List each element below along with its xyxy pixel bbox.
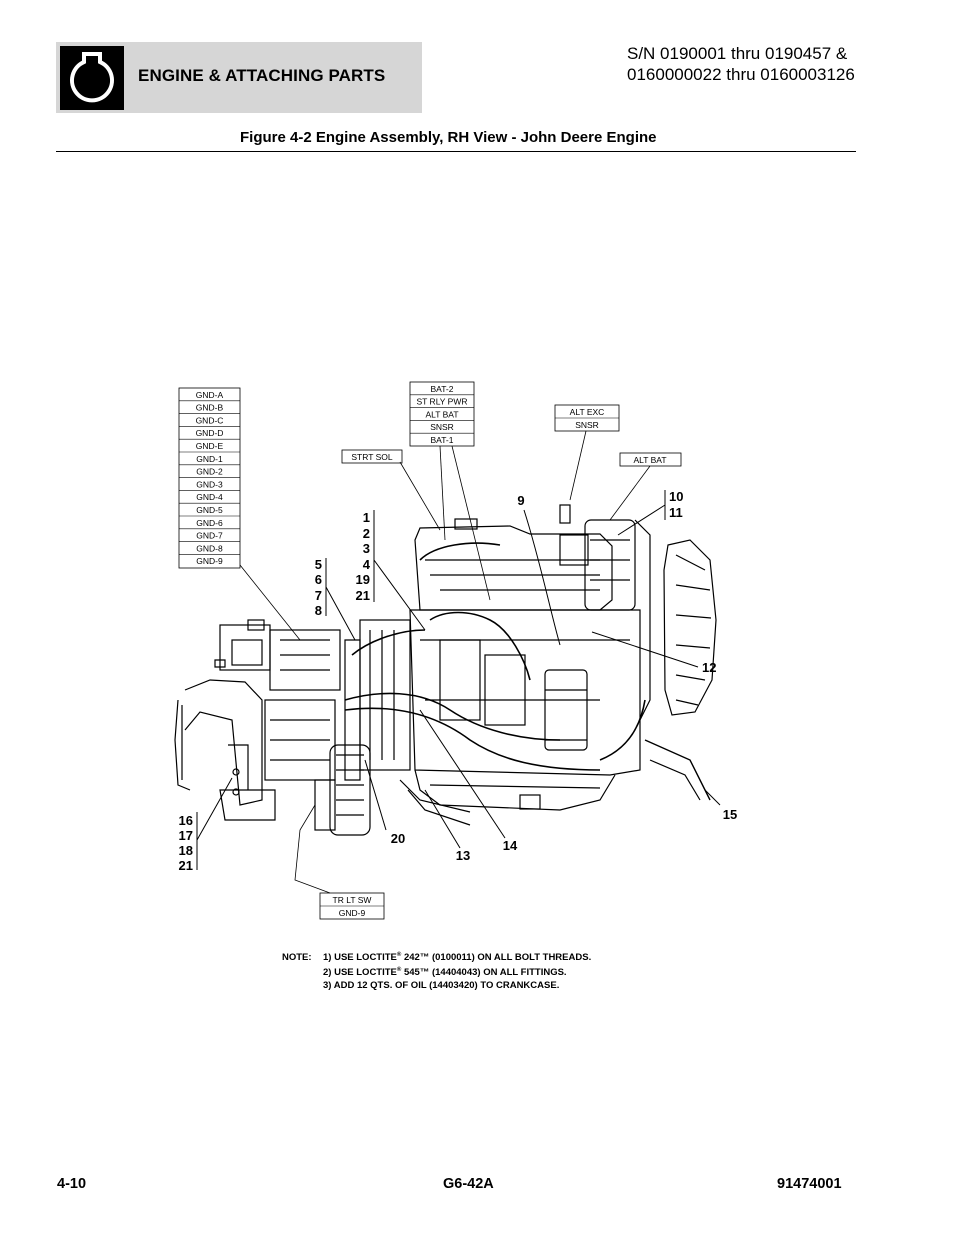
callout-6: 6 <box>315 572 322 587</box>
note-line-3: 3) ADD 12 QTS. OF OIL (14403420) TO CRAN… <box>323 980 560 992</box>
document-number: 91474001 <box>777 1176 842 1192</box>
note-2-text: 2) USE LOCTITE <box>323 967 397 979</box>
section-title: ENGINE & ATTACHING PARTS <box>138 66 386 85</box>
ground-label-list <box>178 387 241 569</box>
callout-12-label: 12 <box>702 660 716 675</box>
engine-outline-icon <box>70 52 114 103</box>
wire-label: SNSR <box>430 422 454 432</box>
page-number: 4-10 <box>57 1176 87 1192</box>
callout-9: 9 <box>517 493 561 646</box>
callout-16: 16 <box>179 813 193 828</box>
callout-12: 12 <box>591 631 716 675</box>
callout-21a: 21 <box>356 588 370 603</box>
callout-3: 3 <box>363 541 370 556</box>
wire-label: GND-1 <box>196 454 223 464</box>
wire-label: GND-4 <box>196 492 223 502</box>
callout-14-label: 14 <box>503 838 518 853</box>
note-1-text: 1) USE LOCTITE <box>323 952 397 964</box>
model-number: G6-42A <box>443 1176 494 1192</box>
leader-lines <box>239 430 651 894</box>
callout-21b: 21 <box>179 858 193 873</box>
callout-13: 13 <box>424 789 470 863</box>
header-rule <box>56 151 856 152</box>
callout-20-label: 20 <box>391 831 405 846</box>
wire-label: GND-C <box>196 415 224 425</box>
wire-label: GND-2 <box>196 467 223 477</box>
note-label: NOTE: <box>282 952 312 964</box>
callout-19: 19 <box>356 572 370 587</box>
wire-label: BAT-2 <box>431 384 454 394</box>
strt-sol-box: STRT SOL <box>341 449 403 464</box>
note-2-reg: ® <box>396 967 402 974</box>
callout-11: 11 <box>669 505 683 520</box>
wire-label: BAT-1 <box>431 435 454 445</box>
callout-group-16-21: 16 17 18 21 <box>179 777 233 873</box>
callout-9-label: 9 <box>517 493 524 508</box>
note-line-2: 2) USE LOCTITE® 545™ (14404043) ON ALL F… <box>282 964 591 979</box>
callout-7: 7 <box>315 588 322 603</box>
engine-logo <box>60 46 124 110</box>
callout-15: 15 <box>704 789 737 822</box>
wire-label: GND-9 <box>196 556 223 566</box>
alt-bat-box: ALT BAT <box>619 452 682 467</box>
callout-8: 8 <box>315 603 322 618</box>
wire-label: GND-B <box>196 403 224 413</box>
note-2-text-end: 545™ (14404043) ON ALL FITTINGS. <box>401 967 567 979</box>
wire-label: GND-3 <box>196 479 223 489</box>
callout-group-10-11: 10 11 <box>617 489 683 536</box>
strt-sol-label: STRT SOL <box>351 452 393 462</box>
callout-group-1-21: 1 2 3 4 19 21 <box>356 510 426 631</box>
callout-5: 5 <box>315 557 322 572</box>
wire-label: GND-D <box>196 428 224 438</box>
wire-label: GND-8 <box>196 543 223 553</box>
wire-label: GND-E <box>196 441 224 451</box>
note-1-text-end: 242™ (0100011) ON ALL BOLT THREADS. <box>401 952 592 964</box>
wire-label: SNSR <box>575 420 599 430</box>
note-line-1: NOTE: 1) USE LOCTITE® 242™ (0100011) ON A… <box>282 949 591 964</box>
wire-label: TR LT SW <box>333 895 372 905</box>
wire-label: GND-6 <box>196 518 223 528</box>
serial-line-2: 0160000022 thru 0160003126 <box>627 65 855 84</box>
callout-13-label: 13 <box>456 848 470 863</box>
wire-label: GND-A <box>196 390 224 400</box>
callout-1: 1 <box>363 510 370 525</box>
wire-harness <box>344 542 646 771</box>
wire-label: GND-5 <box>196 505 223 515</box>
callout-14: 14 <box>419 709 518 853</box>
serial-line-1: S/N 0190001 thru 0190457 & <box>627 44 848 63</box>
engine-line-art <box>174 504 717 836</box>
serial-range: S/N 0190001 thru 0190457 & 0160000022 th… <box>627 43 855 85</box>
wire-label: ST RLY PWR <box>416 397 467 407</box>
bat-label-list <box>409 381 475 447</box>
figure-title: Figure 4-2 Engine Assembly, RH View - Jo… <box>240 129 657 146</box>
callout-15-label: 15 <box>723 807 737 822</box>
callout-10: 10 <box>669 489 683 504</box>
callout-20: 20 <box>364 759 405 846</box>
alt-bat-label: ALT BAT <box>633 455 666 465</box>
callout-18: 18 <box>179 843 193 858</box>
callout-2: 2 <box>363 526 370 541</box>
wire-label: ALT EXC <box>570 407 605 417</box>
callout-4: 4 <box>363 557 371 572</box>
wire-label: ALT BAT <box>425 409 458 419</box>
callout-group-5-8: 5 6 7 8 <box>315 557 356 641</box>
note-1-reg: ® <box>396 952 402 958</box>
assembly-notes: NOTE:1) USE LOCTITE® 242™ (0100011) ON A… <box>282 949 591 992</box>
wire-label: GND-9 <box>339 908 366 918</box>
wire-label: GND-7 <box>196 531 223 541</box>
callout-17: 17 <box>179 828 193 843</box>
